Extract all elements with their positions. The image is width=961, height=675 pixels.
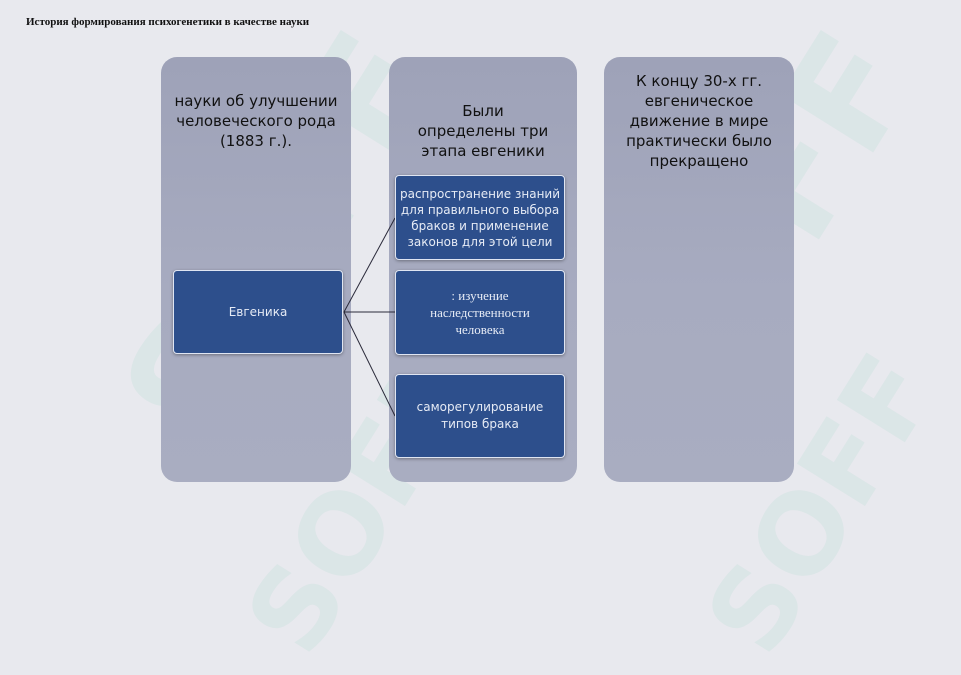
column-heading-conclusion: К концу 30-х гг. евгеническое движение в…	[626, 72, 772, 170]
column-conclusion: К концу 30-х гг. евгеническое движение в…	[604, 57, 794, 482]
stage-box-3: саморегулирование типов брака	[395, 374, 565, 458]
box-eugenics-label: Евгеника	[228, 305, 288, 319]
column-definition: науки об улучшении человеческого рода (1…	[161, 57, 351, 482]
slide-title: История формирования психогенетики в кач…	[26, 16, 310, 28]
stage-box-2: : изучение наследственности человека	[395, 270, 565, 355]
connector-line	[343, 217, 396, 313]
column-heading-definition: науки об улучшении человеческого рода (1…	[174, 92, 338, 150]
box-eugenics: Евгеника	[173, 270, 343, 354]
stage-box-3-label: саморегулирование типов брака	[416, 400, 544, 431]
connector-line	[343, 311, 396, 417]
stage-box-2-label: : изучение наследственности человека	[430, 288, 530, 337]
stage-box-1: распространение знаний для правильного в…	[395, 175, 565, 260]
stage-box-1-label: распространение знаний для правильного в…	[399, 186, 561, 249]
column-heading-stages: Были определены три этапа евгеники	[417, 102, 549, 160]
